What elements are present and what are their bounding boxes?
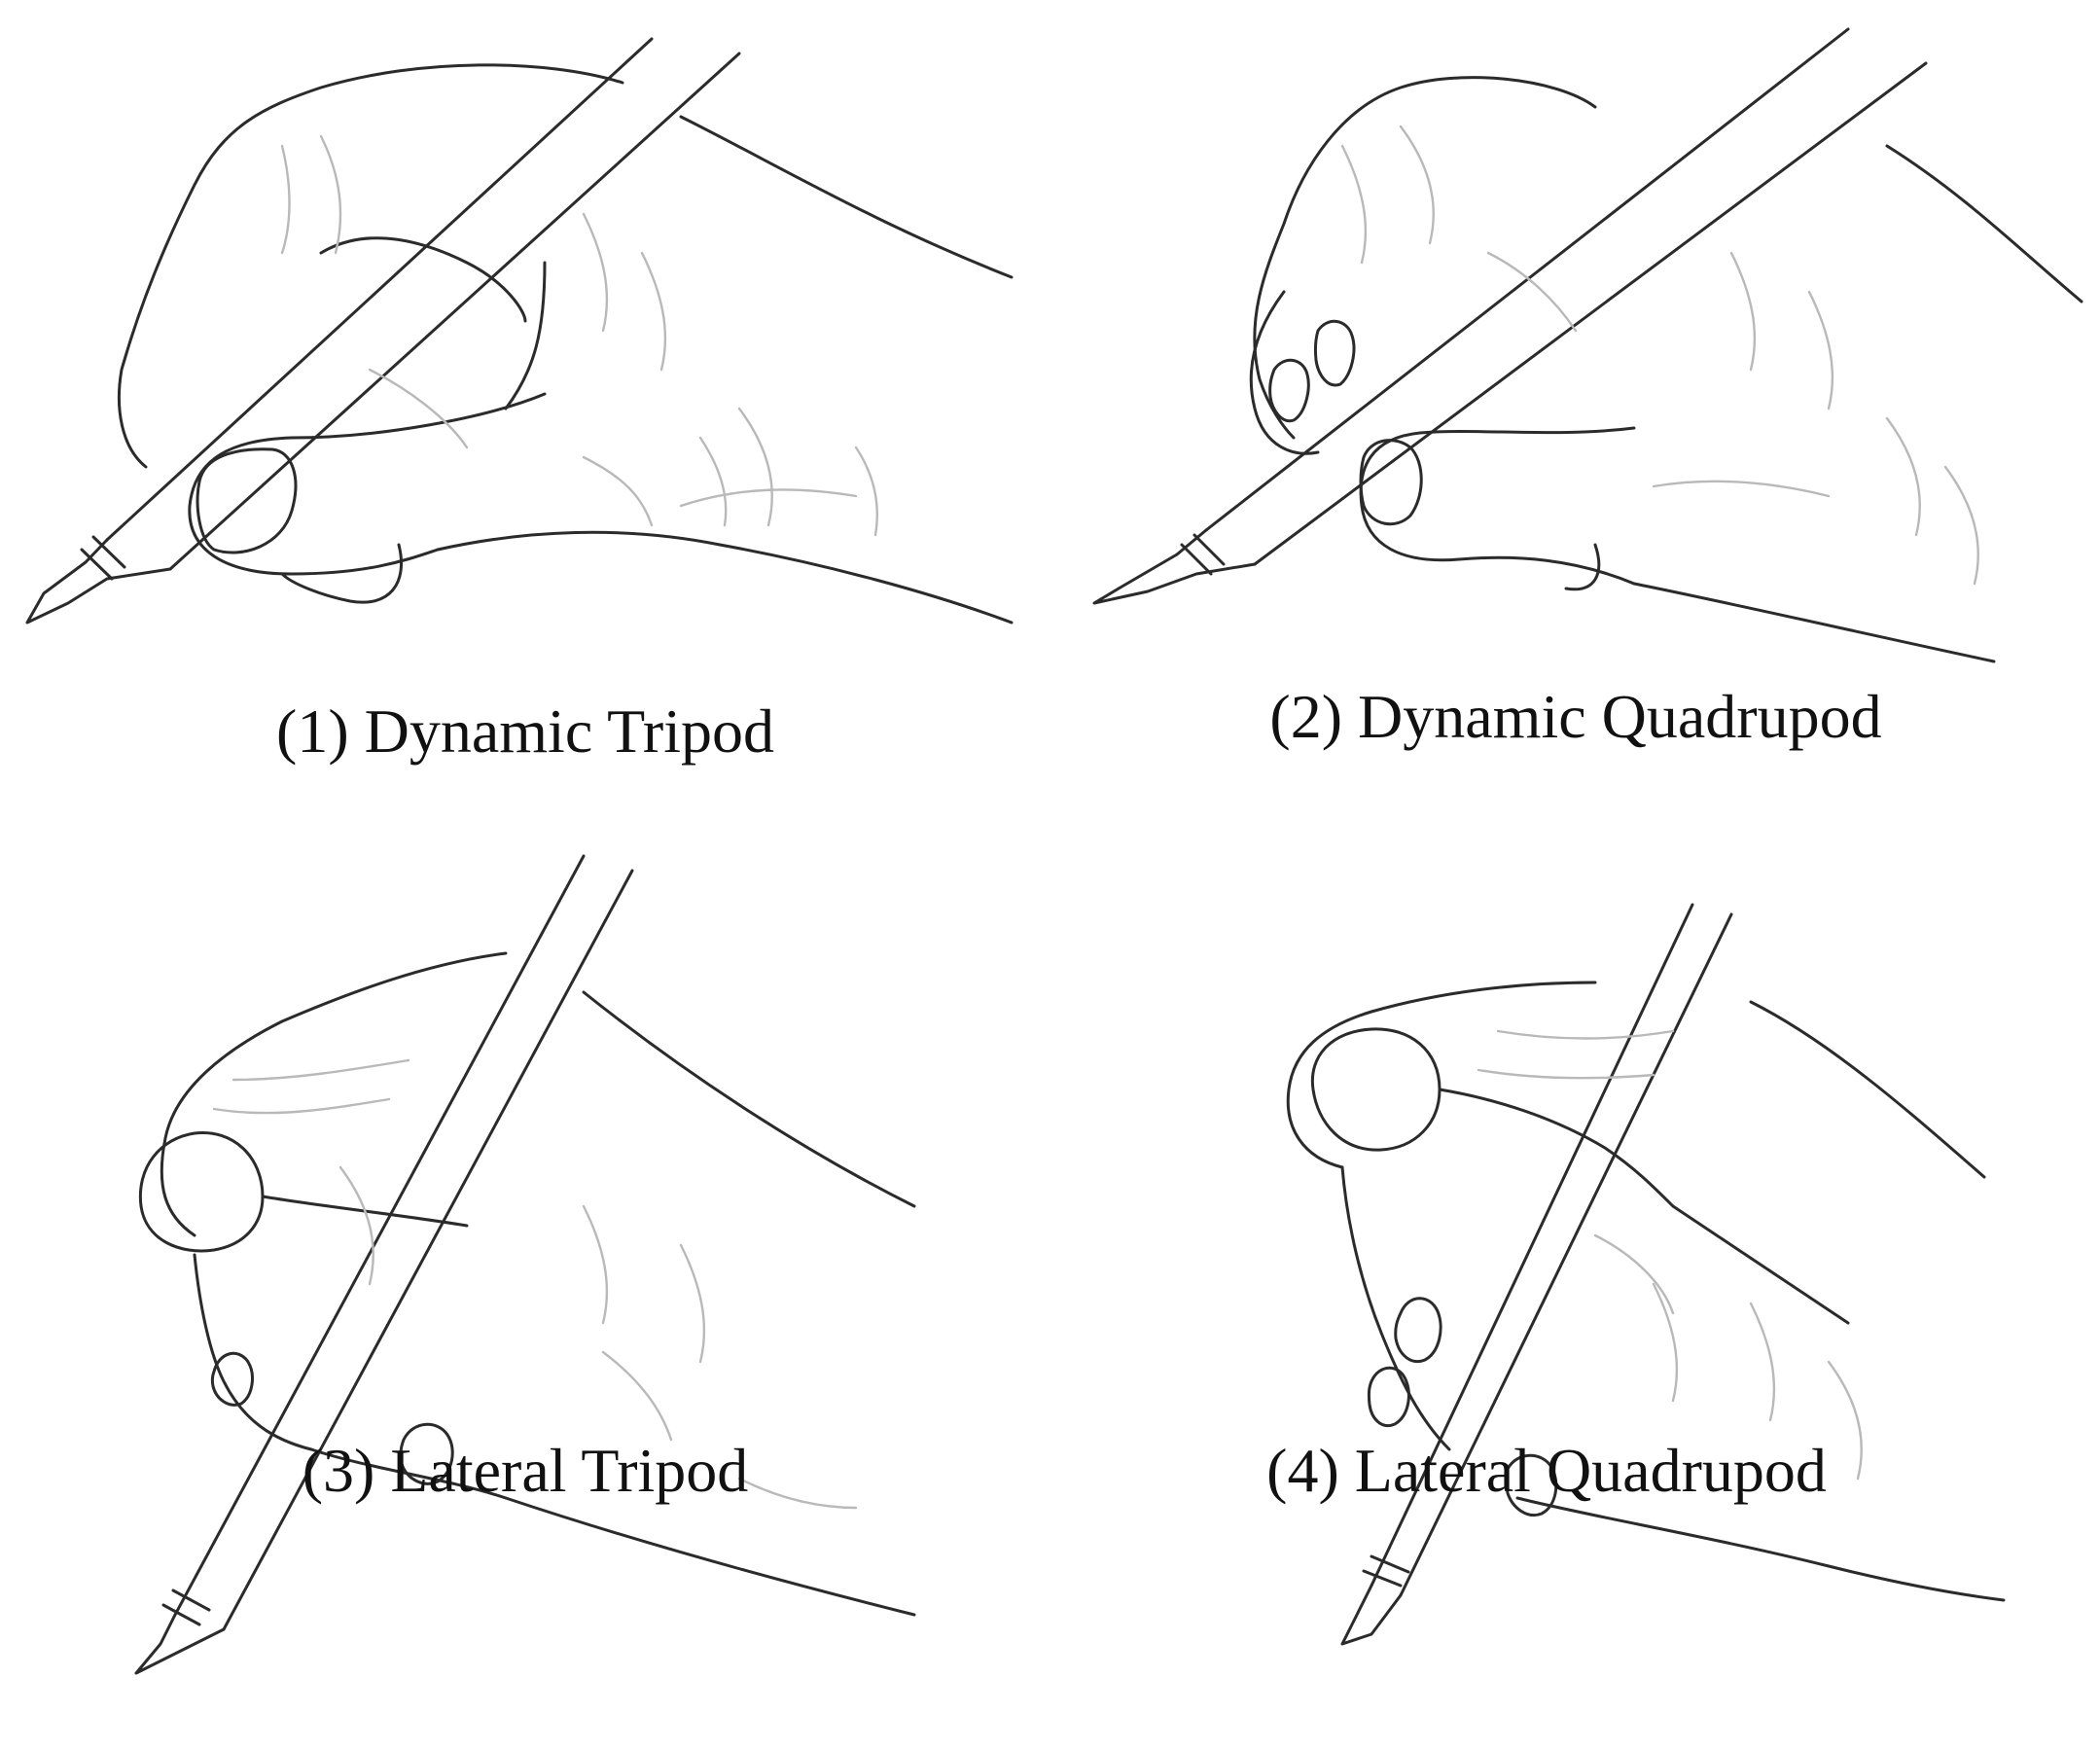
panel-lateral-tripod: (3) Lateral Tripod [0,798,1050,1749]
dynamic-quadrupod-grip-illustration [1092,27,2083,663]
panel-dynamic-quadrupod: (2) Dynamic Quadrupod [1050,0,2100,798]
caption-lateral-tripod: (3) Lateral Tripod [302,1436,749,1505]
caption-dynamic-quadrupod: (2) Dynamic Quadrupod [1269,682,1882,751]
dynamic-tripod-grip-illustration [25,37,1014,625]
panel-lateral-quadrupod: (4) Lateral Quadrupod [1050,798,2100,1749]
lateral-tripod-grip-illustration [134,854,916,1675]
caption-lateral-quadrupod: (4) Lateral Quadrupod [1266,1436,1827,1505]
caption-dynamic-tripod: (1) Dynamic Tripod [276,696,774,766]
lateral-quadrupod-grip-illustration [1286,903,2006,1646]
panel-dynamic-tripod: (1) Dynamic Tripod [0,0,1050,798]
